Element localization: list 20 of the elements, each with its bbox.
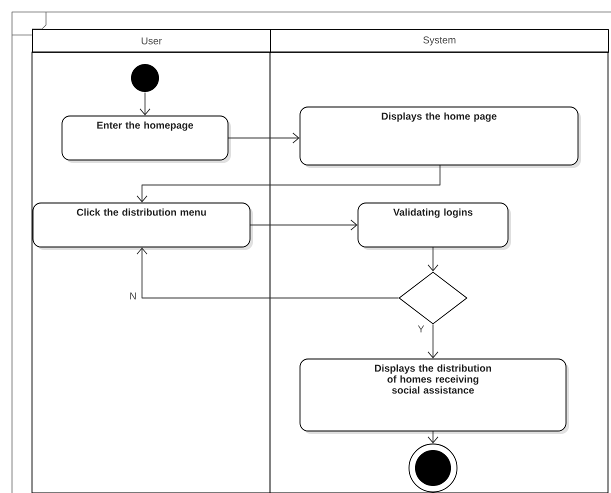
edge-label: N bbox=[130, 292, 136, 300]
node-label: User bbox=[142, 37, 162, 44]
action-box: Displays the distribution of homes receiving social assistance bbox=[300, 358, 569, 434]
node-label: System bbox=[423, 36, 456, 46]
action-box: Validating logins bbox=[358, 202, 511, 250]
decision-diamond bbox=[398, 272, 468, 324]
end-node bbox=[408, 444, 458, 492]
action-box: Enter the homepage bbox=[62, 116, 231, 163]
arrow bbox=[140, 92, 150, 116]
start-node bbox=[131, 64, 159, 92]
arrow bbox=[250, 220, 358, 230]
arrow bbox=[428, 431, 438, 444]
arrow bbox=[428, 247, 438, 272]
arrow bbox=[428, 324, 438, 359]
action-box: Displays the home page bbox=[300, 106, 581, 168]
arrow bbox=[136, 165, 440, 203]
action-box: Click the distribution menu bbox=[32, 202, 253, 250]
arrow bbox=[136, 247, 399, 298]
edge-label: Y bbox=[418, 326, 424, 332]
arrow bbox=[228, 132, 300, 144]
